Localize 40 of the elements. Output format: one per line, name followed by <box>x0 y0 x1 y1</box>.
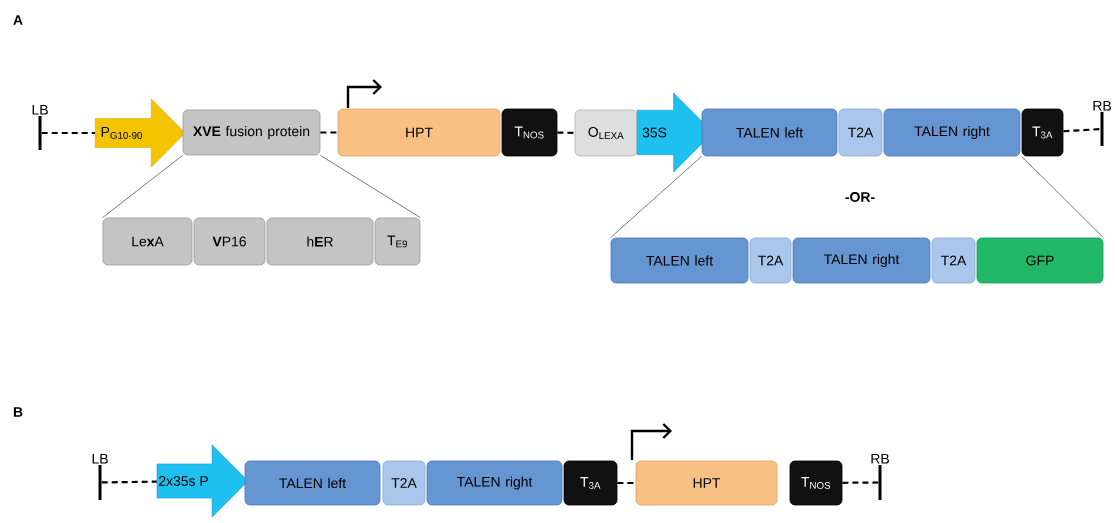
gene-block: TALEN left <box>610 237 749 284</box>
gene-block: T$_{3A}$ <box>563 460 618 506</box>
dna-backbone <box>41 131 95 135</box>
dna-backbone <box>842 481 879 484</box>
gene-block: T$_{E9}$ <box>374 217 421 266</box>
gene-block: HPT <box>337 108 501 157</box>
alternative-label: -OR- <box>845 192 875 202</box>
dna-backbone <box>617 481 636 485</box>
promoter-block: 35S <box>636 92 714 173</box>
panel-letter: B <box>13 407 23 417</box>
promoter-block: 2x35s P <box>156 444 249 518</box>
gene-block: T$_{NOS}$ <box>789 460 843 506</box>
gene-block: HPT <box>635 460 778 506</box>
gene-block: XVE fusion protein <box>182 109 321 156</box>
gene-block: TALEN right <box>426 460 563 506</box>
gene-block: T2A <box>931 237 976 284</box>
gene-block: T2A <box>838 108 883 157</box>
zoom-line <box>1021 156 1104 238</box>
gene-block: TALEN left <box>701 108 838 157</box>
gene-block: T2A <box>382 460 426 506</box>
gene-block: GFP <box>976 237 1104 284</box>
zoom-line <box>102 155 183 218</box>
gene-block: T$_{3A}$ <box>1021 108 1064 157</box>
dna-backbone <box>557 131 575 134</box>
gene-block: TALEN left <box>244 460 381 506</box>
gene-block: hER <box>266 217 374 266</box>
dna-backbone <box>1063 128 1101 133</box>
panel-letter: A <box>13 15 23 25</box>
zoom-line <box>610 156 702 238</box>
gene-block: TALEN right <box>792 237 931 284</box>
zoom-line <box>320 155 421 218</box>
gene-block: T$_{NOS}$ <box>501 108 558 157</box>
gene-block: T2A <box>749 237 792 284</box>
promoter-block: P$_{G10-90}$ <box>95 98 186 168</box>
gene-block: TALEN right <box>883 108 1021 157</box>
gene-block: O$_{LEXA}$ <box>574 109 638 157</box>
dna-backbone <box>101 480 157 484</box>
gene-block: LexA <box>102 217 193 266</box>
gene-block: VP16 <box>193 217 266 266</box>
dna-backbone <box>320 131 338 134</box>
